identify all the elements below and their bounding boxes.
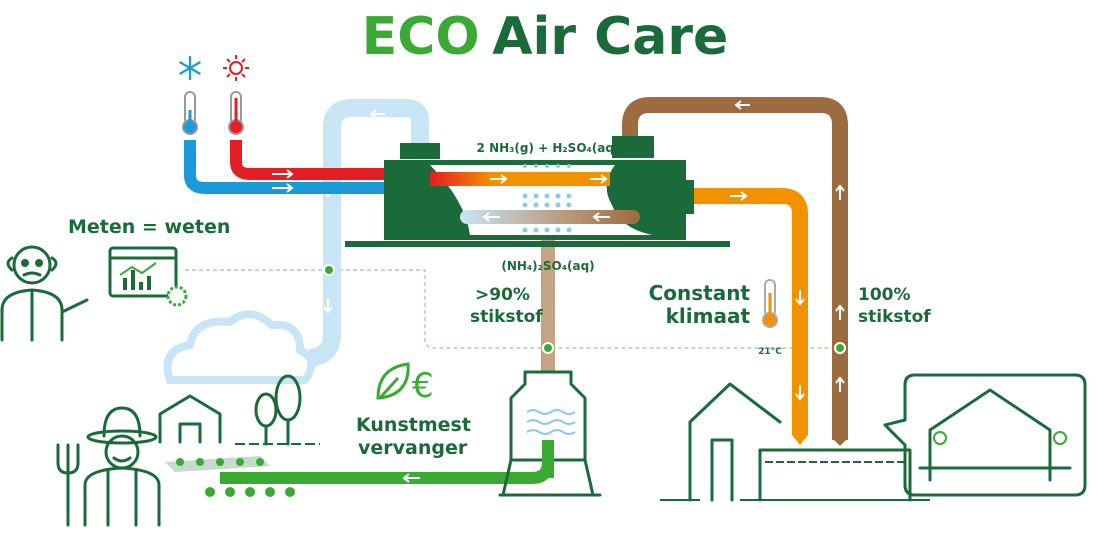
arrow-icon <box>835 376 845 392</box>
conditioned-air-pipe <box>690 188 808 430</box>
exhaust-air-pipe <box>622 97 848 440</box>
arrow-icon <box>730 191 748 201</box>
hot-air-pipe <box>230 140 400 180</box>
farmer-illustration <box>56 406 161 527</box>
nitrogen-captured-percent: >90% <box>475 285 530 305</box>
nitrogen-captured-label: stikstof <box>470 307 543 327</box>
reaction-input-formula: 2 NH₃(g) + H₂SO₄(aq) <box>477 141 620 155</box>
arrow-icon <box>835 184 845 200</box>
nitrogen-total-percent: 100% <box>858 285 911 305</box>
arrow-icon <box>734 100 750 110</box>
climate-label-1: Constant <box>649 281 751 305</box>
storage-silo <box>498 370 602 497</box>
crops <box>165 456 295 497</box>
clean-air-pipe <box>308 99 429 367</box>
temperature-value: 21°C <box>758 347 782 357</box>
cold-air-pipe <box>184 140 400 194</box>
arrow-icon <box>272 169 294 179</box>
thermometer-hot-icon <box>228 91 244 135</box>
arrow-icon <box>795 385 805 401</box>
snowflake-icon <box>179 56 201 80</box>
reaction-output-formula: (NH₄)₂SO₄(aq) <box>501 259 594 273</box>
sensor-dot <box>323 264 335 276</box>
supply-outlet <box>792 425 808 445</box>
scientist-illustration <box>0 245 89 342</box>
thermometer-icon <box>762 279 778 328</box>
arrow-icon <box>323 298 333 314</box>
climate-label-2: klimaat <box>666 304 751 328</box>
dashboard-gear-icon <box>108 246 188 307</box>
fertilizer-label-2: vervanger <box>358 437 468 459</box>
exhaust-inlet <box>832 420 848 446</box>
fertilizer-label-1: Kunstmest <box>356 414 471 436</box>
arrow-icon <box>402 473 420 483</box>
arrow-icon <box>369 109 385 119</box>
poultry-barn <box>660 382 930 502</box>
nitrogen-total-label: stikstof <box>858 307 931 327</box>
sun-icon <box>223 55 249 81</box>
barn-interior-bubble <box>883 373 1087 497</box>
monitoring-label: Meten = weten <box>68 216 230 238</box>
thermometer-cold-icon <box>182 91 198 135</box>
euro-icon: € <box>412 366 434 406</box>
cloud-icon <box>163 310 316 384</box>
air-washer-unit <box>384 136 694 240</box>
monitoring-line <box>185 269 840 349</box>
arrow-icon <box>795 290 805 306</box>
arrow-icon <box>835 304 845 320</box>
machine-base <box>345 241 730 247</box>
farm-buildings <box>158 374 320 446</box>
arrow-icon <box>272 183 294 193</box>
sensor-dot <box>542 342 554 354</box>
sensor-dot <box>834 342 846 354</box>
leaf-icon <box>376 362 410 400</box>
